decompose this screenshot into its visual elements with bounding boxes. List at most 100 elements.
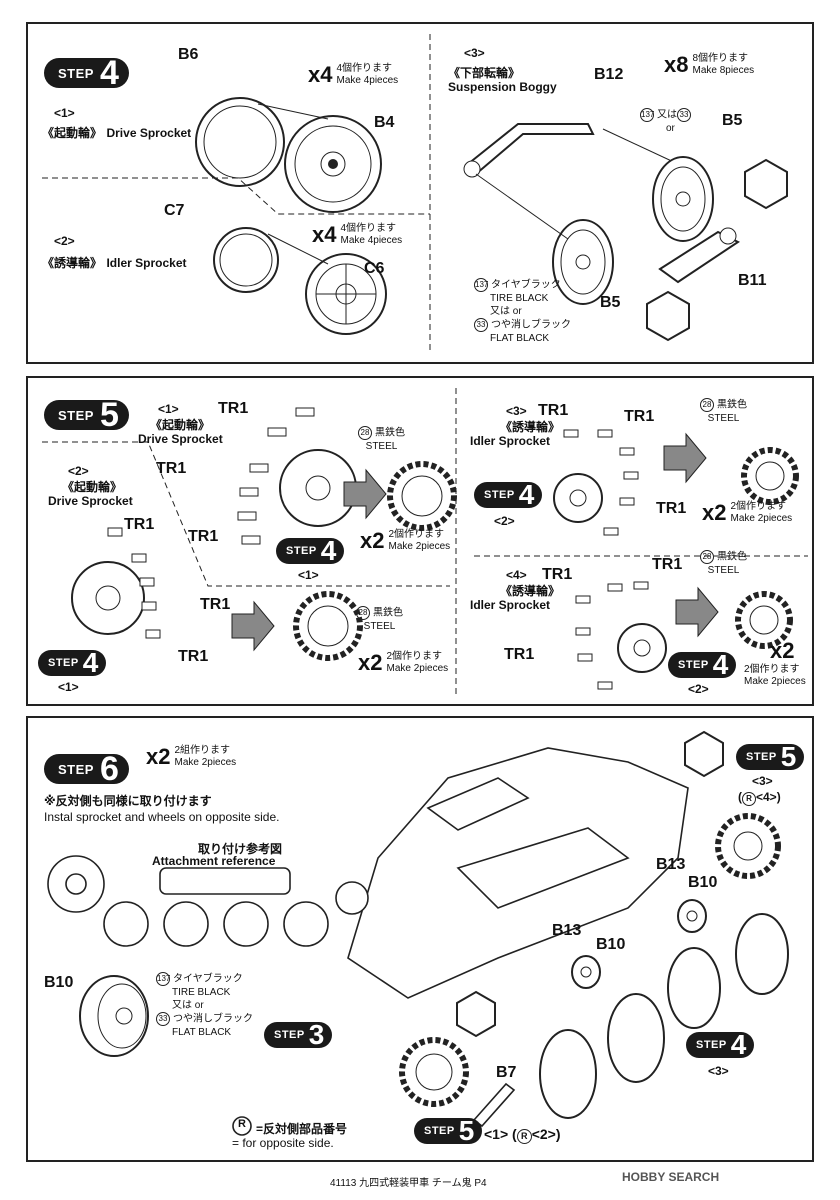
- glue-icon: [646, 290, 690, 342]
- b11-bogie-arm: [658, 227, 740, 284]
- part-b7: B7: [496, 1064, 517, 1081]
- badge-word: STEP: [48, 657, 79, 669]
- paint-or-jp: 又は: [657, 109, 677, 121]
- paint-code: 28: [700, 550, 714, 564]
- step-5-drawing: [42, 388, 808, 698]
- paint-jp: 黒鉄色: [373, 607, 403, 619]
- b10-roller-small: [677, 899, 707, 933]
- step-4-drawing: [42, 34, 788, 354]
- tracked-sprocket-c: [741, 447, 799, 505]
- sub-a-en: Drive Sprocket: [138, 432, 223, 446]
- qty-x: x4: [312, 222, 337, 247]
- badge-word: STEP: [484, 489, 515, 501]
- sub-a-tag: <1>: [158, 402, 179, 416]
- paint-code: 33: [474, 318, 488, 332]
- paint-jp: タイヤブラック: [173, 973, 243, 985]
- qty-x: x8: [664, 52, 689, 77]
- paint-en: FLAT BLACK: [490, 333, 550, 344]
- paint-en: STEEL: [363, 621, 396, 632]
- badge-word: STEP: [746, 751, 777, 763]
- part-c7: C7: [164, 202, 185, 219]
- qty-en: Make 2pieces: [388, 541, 451, 552]
- bogie-wheel-pair-lower: [539, 993, 665, 1119]
- sub-c-tag: <3>: [506, 404, 527, 418]
- paint-or-en: or: [512, 306, 522, 317]
- ref-tag: <4>): [756, 790, 781, 804]
- page-footer: 41113 九四式軽装甲車 チーム鬼 P4: [330, 1178, 487, 1189]
- sub-2-tag: <2>: [54, 234, 75, 248]
- qty-x: x2: [702, 500, 727, 525]
- ref-tag: <3>: [752, 774, 773, 788]
- b10-roller: [79, 975, 149, 1057]
- badge-number: 4: [320, 535, 337, 566]
- ref-tag-alt: (R<4>): [738, 790, 781, 806]
- sub-2-en: Idler Sprocket: [106, 256, 187, 270]
- opposite-side-icon: [232, 1116, 252, 1136]
- b5-road-wheel-front: [552, 219, 614, 305]
- badge-number: 4: [730, 1029, 747, 1060]
- qty-en: Make 8pieces: [692, 65, 755, 76]
- sub-b-jp: 《起動輪》: [62, 480, 123, 494]
- ref-tag: <2>: [494, 514, 515, 528]
- paint-jp: つや消しブラック: [173, 1013, 253, 1025]
- arrow-icon: [231, 600, 275, 652]
- ref-paren: (: [512, 1126, 517, 1142]
- qty-x: x4: [308, 62, 333, 87]
- sub-1-label: 《起動輪》 Drive Sprocket: [42, 124, 191, 142]
- qty-jp: 2個作ります: [744, 664, 800, 675]
- paint-code: 33: [156, 1012, 170, 1026]
- badge-number: 3: [308, 1019, 325, 1050]
- ref-tag: <1>: [298, 568, 319, 582]
- sub-b-en: Drive Sprocket: [48, 494, 133, 508]
- note-jp: ※反対側も同様に取り付けます: [44, 794, 212, 808]
- b6-gear-ring: [195, 97, 285, 187]
- sub-d-en: Idler Sprocket: [470, 598, 551, 612]
- part-b5-front: B5: [600, 294, 621, 311]
- badge-word: STEP: [678, 659, 709, 671]
- ref-paren: (: [738, 790, 742, 804]
- paint-jp: タイヤブラック: [491, 279, 561, 291]
- badge-number: 5: [458, 1115, 475, 1146]
- reference-suspension: [47, 855, 369, 947]
- sub-3-en: Suspension Boggy: [448, 80, 557, 94]
- qty-jp: 2個作ります: [386, 651, 443, 662]
- paint-en: TIRE BLACK: [490, 293, 549, 304]
- part-tr1: TR1: [504, 646, 535, 663]
- sub-1-jp: 《起動輪》: [42, 126, 103, 140]
- qty-en: Make 2pieces: [386, 663, 449, 674]
- qty-jp: 4個作ります: [336, 63, 393, 74]
- paint-or-jp: 又は: [490, 306, 510, 317]
- b12-bogie-arm: [463, 123, 595, 178]
- part-tr1: TR1: [542, 566, 573, 583]
- badge-word: STEP: [286, 545, 317, 557]
- qty-x: x2: [358, 650, 383, 675]
- sprocket-b: [71, 561, 145, 635]
- qty-x: x2: [146, 744, 171, 769]
- sprocket-c: [553, 473, 603, 523]
- paint-en: STEEL: [365, 441, 398, 452]
- part-tr1: TR1: [156, 460, 187, 477]
- part-tr1: TR1: [178, 648, 209, 665]
- paint-code: 137: [474, 278, 488, 292]
- paint-en: FLAT BLACK: [172, 1027, 232, 1038]
- sub-1-tag: <1>: [54, 106, 75, 120]
- part-b5-rear: B5: [722, 112, 743, 129]
- b5-road-wheel-rear: [652, 156, 714, 242]
- tracked-drive-sprocket: [399, 1037, 469, 1107]
- part-tr1: TR1: [218, 400, 249, 417]
- badge-number: 4: [518, 479, 535, 510]
- sub-2-jp: 《誘導輪》: [42, 256, 103, 270]
- paint-jp: 黒鉄色: [375, 427, 405, 439]
